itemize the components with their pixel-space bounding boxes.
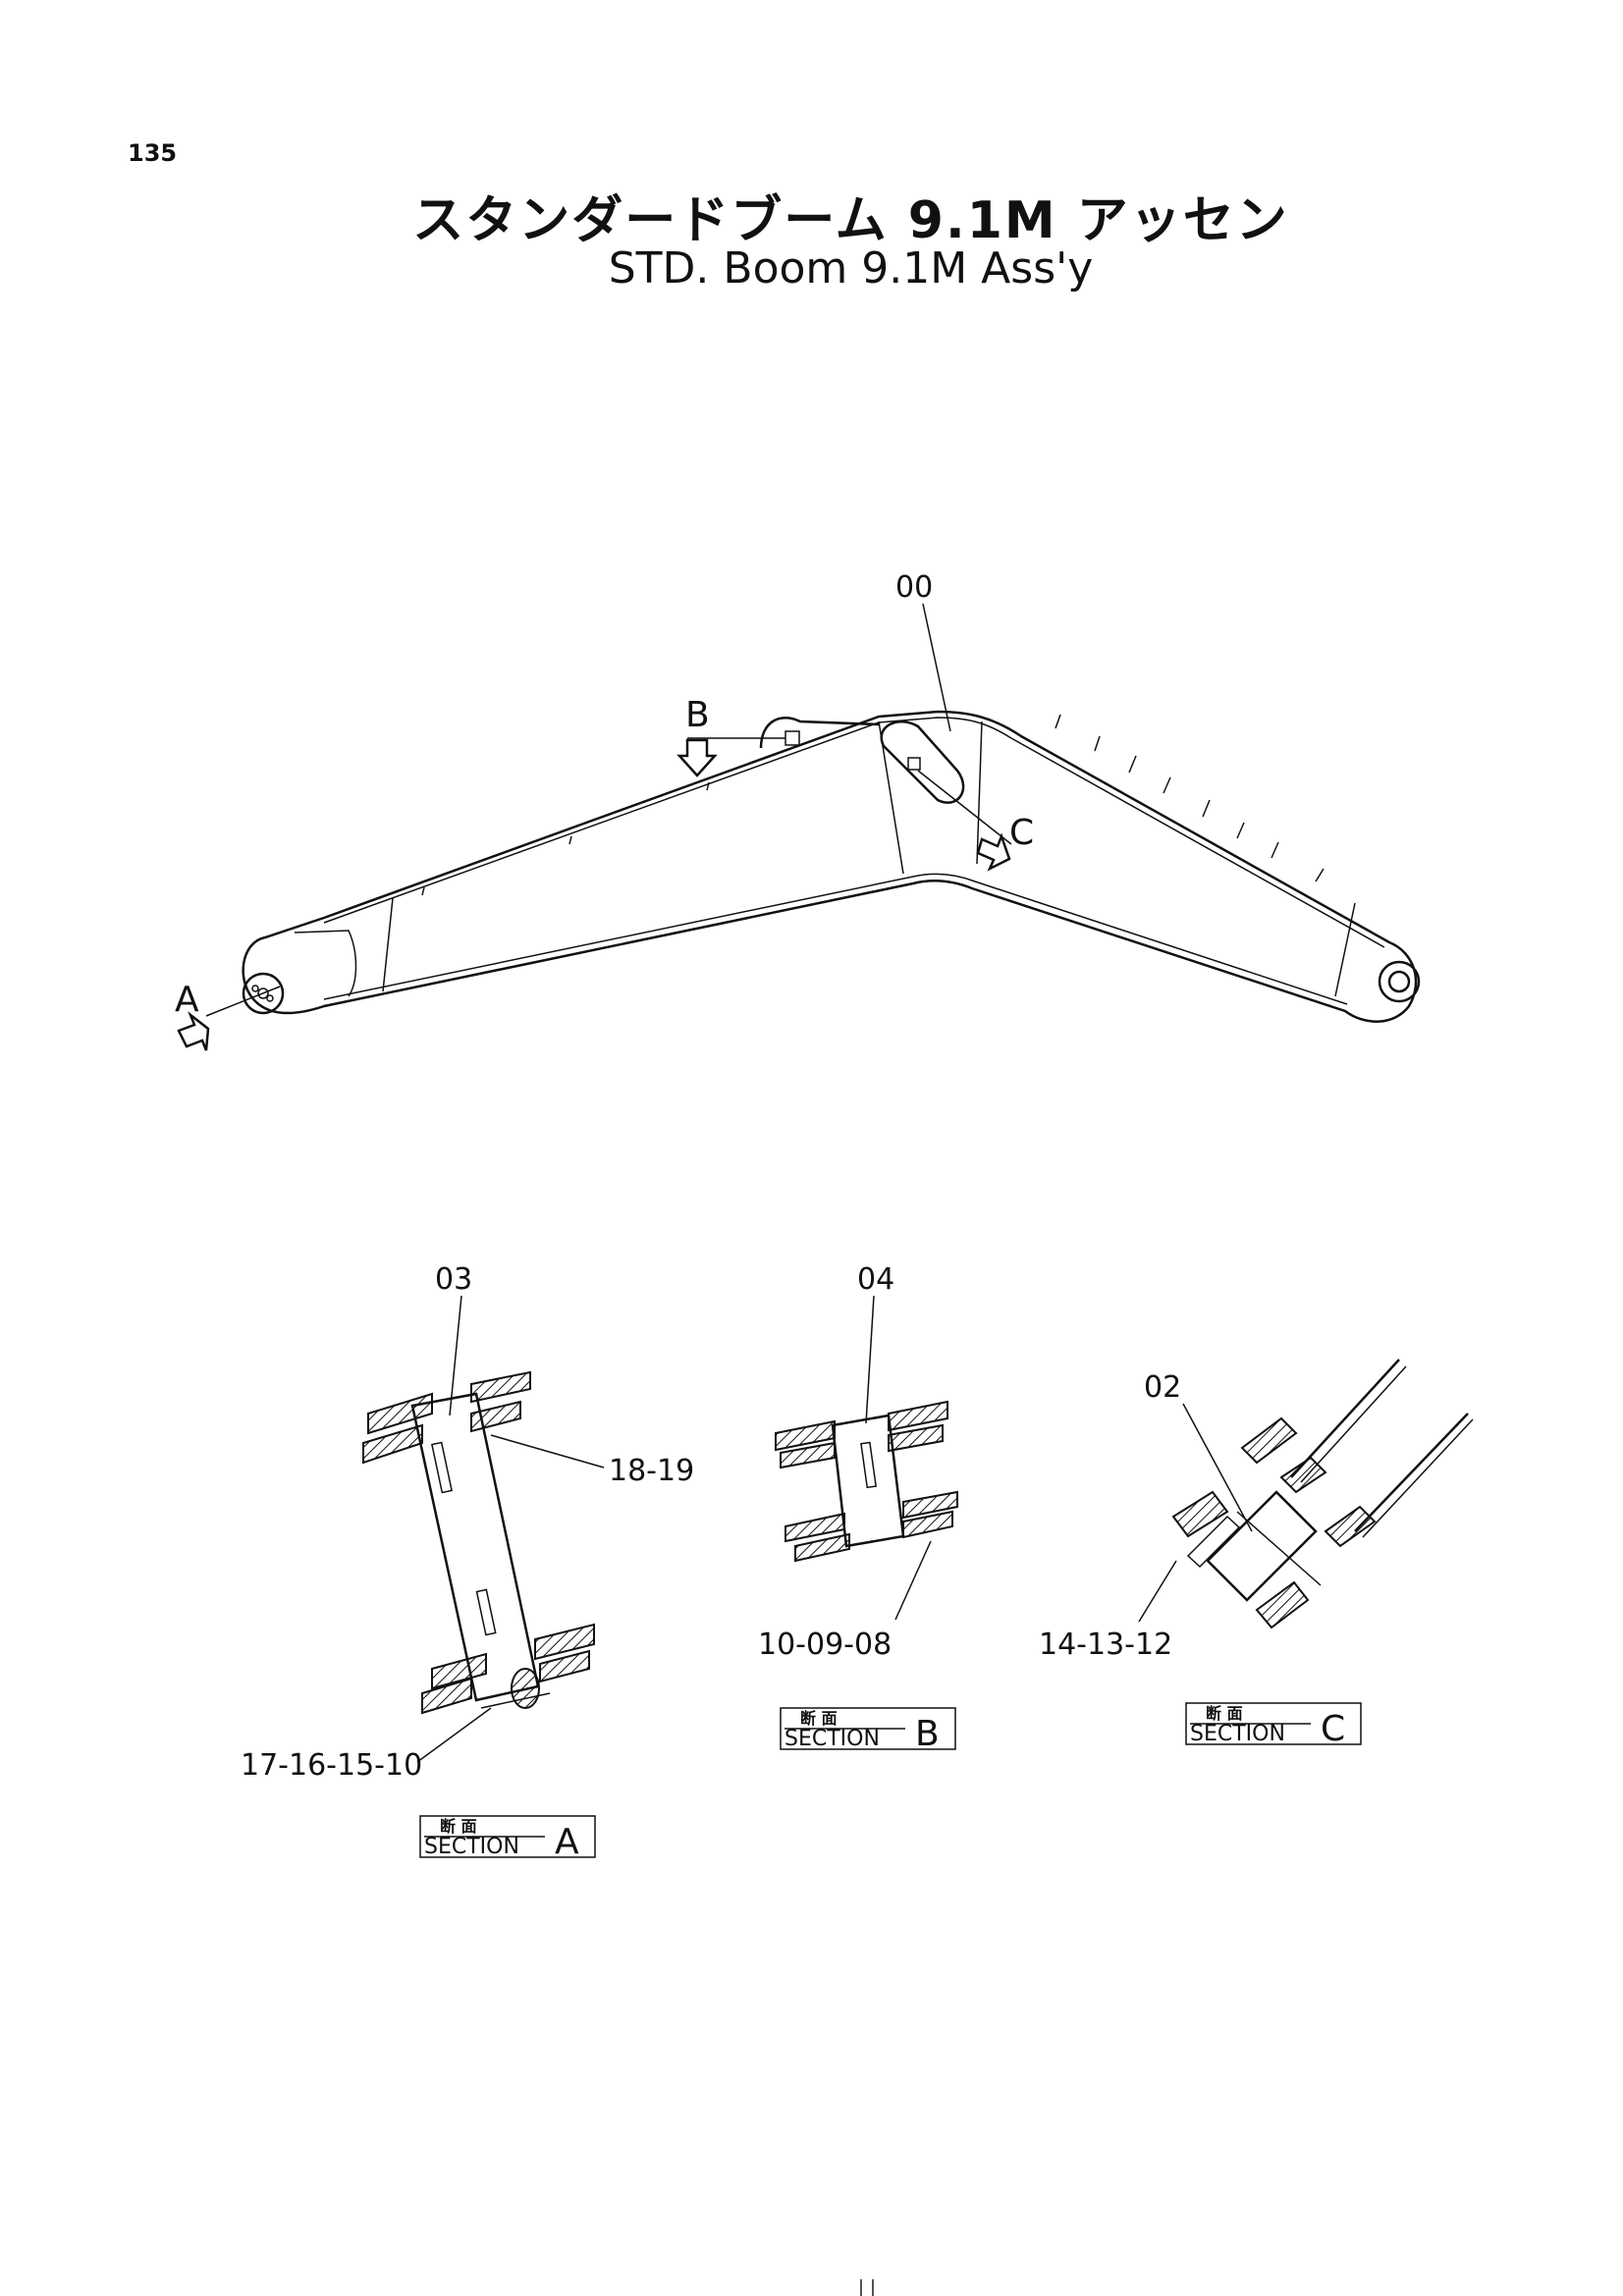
- section-c-label-box: 断 面 SECTION C: [1185, 1702, 1362, 1749]
- page-number: 135: [128, 139, 178, 167]
- section-a-view: 03 18-19 17-16-15-10 断 面 SECTION A: [241, 1262, 694, 1862]
- section-marker-c-label: C: [1009, 813, 1034, 853]
- section-marker-b-label: B: [685, 695, 710, 735]
- part-callout-18-19: 18-19: [609, 1454, 694, 1488]
- part-callout-02: 02: [1144, 1370, 1181, 1405]
- part-callout-00: 00: [895, 570, 933, 605]
- section-c-view: 02 14-13-12 断 面 SECTION C: [1039, 1359, 1474, 1749]
- scan-marks: [860, 2279, 874, 2296]
- svg-text:SECTION: SECTION: [784, 1727, 880, 1751]
- title-english: STD. Boom 9.1M Ass'y: [608, 243, 1094, 294]
- section-marker-c: C: [917, 770, 1034, 872]
- boom-main-view: 00 A B C: [175, 570, 1421, 1051]
- section-b-letter: B: [915, 1714, 940, 1754]
- section-marker-b: B: [676, 695, 785, 777]
- section-marker-a-label: A: [175, 980, 199, 1020]
- svg-text:断 面: 断 面: [1206, 1704, 1243, 1723]
- svg-text:断 面: 断 面: [440, 1817, 477, 1836]
- part-callout-10-09-08: 10-09-08: [758, 1628, 892, 1662]
- section-marker-a: A: [175, 980, 281, 1051]
- svg-text:SECTION: SECTION: [1190, 1722, 1285, 1746]
- svg-text:断 面: 断 面: [800, 1709, 838, 1728]
- part-callout-03: 03: [435, 1262, 472, 1297]
- svg-text:SECTION: SECTION: [424, 1835, 519, 1859]
- section-a-label-box: 断 面 SECTION A: [419, 1815, 596, 1862]
- part-callout-04: 04: [857, 1262, 894, 1297]
- section-a-letter: A: [555, 1822, 579, 1862]
- part-callout-14-13-12: 14-13-12: [1039, 1628, 1172, 1662]
- section-b-label-box: 断 面 SECTION B: [780, 1707, 956, 1754]
- section-c-letter: C: [1321, 1709, 1345, 1749]
- part-callout-17-16-15-10: 17-16-15-10: [241, 1748, 422, 1783]
- title-japanese: スタンダードブーム 9.1M アッセン: [412, 191, 1289, 250]
- section-b-view: 04 10-09-08 断 面 SECTION B: [758, 1262, 958, 1754]
